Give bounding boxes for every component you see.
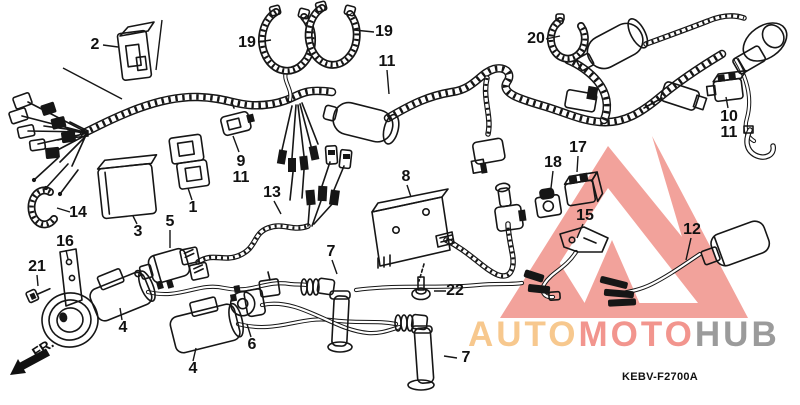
ignition-coil-4-lower — [169, 296, 244, 354]
brand-segment: AUTO — [468, 315, 579, 354]
clamp-14 — [31, 190, 54, 224]
boot-12 — [599, 220, 771, 307]
bolt-21 — [25, 287, 51, 304]
relay-17 — [563, 171, 604, 207]
sub-harness-13 — [179, 144, 353, 298]
spark-plug-cap-7-lower — [394, 313, 435, 391]
fuse-holder — [322, 101, 400, 145]
front-direction-arrow: FR. — [10, 335, 57, 375]
wire-harness-artwork: FR. — [8, 0, 788, 391]
harness-band-19-left — [262, 4, 312, 71]
drop-connector — [470, 137, 506, 174]
left-connector-bundle — [8, 92, 89, 197]
logo-triangle-left — [504, 246, 594, 318]
diagram-code: KEBV-F2700A — [621, 371, 699, 383]
box-3 — [96, 154, 158, 220]
connector-1 — [168, 133, 211, 190]
starter-relay-cylinder — [575, 18, 649, 72]
harness-band-19-right — [309, 0, 357, 65]
connector-2 — [116, 21, 155, 81]
ignition-coil-4-upper — [89, 268, 156, 322]
bracket-15 — [523, 226, 609, 302]
logo-triangle-large — [500, 146, 748, 318]
bolt-22 — [411, 276, 431, 301]
brand-segment: MOTO — [578, 315, 695, 354]
brand-segment: HUB — [694, 315, 780, 354]
brand-wordmark: AUTOMOTOHUB — [468, 317, 780, 352]
leader-lines — [36, 19, 729, 362]
coil-6 — [229, 285, 266, 318]
connector-10-11 — [705, 69, 747, 103]
cdi-connector — [494, 182, 527, 232]
cdi-unit-8 — [371, 188, 455, 282]
condenser-5 — [134, 247, 191, 290]
spark-plug-cap-7-upper — [300, 277, 353, 353]
logo-triangle-right — [652, 136, 748, 318]
relay-18 — [534, 187, 563, 219]
harness-clip-right — [743, 125, 773, 157]
harness-branch-terminals — [276, 102, 320, 201]
harness-band-20 — [551, 13, 585, 59]
right-edge-connectors — [564, 22, 788, 113]
connector-9 — [220, 102, 255, 137]
